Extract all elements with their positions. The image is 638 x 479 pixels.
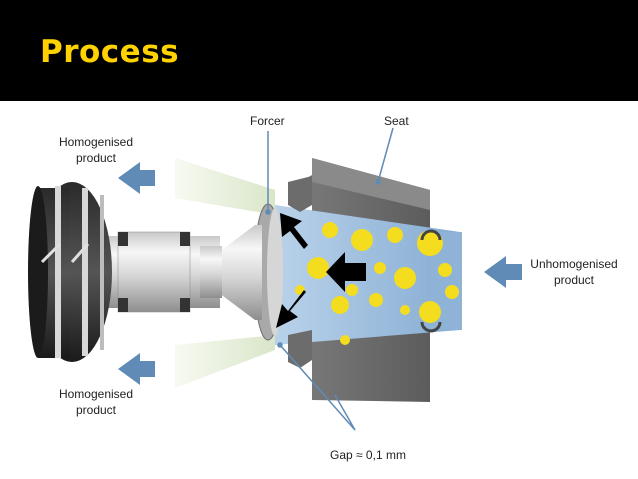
collar-tab-2: [180, 232, 190, 246]
collar-tab-3: [118, 298, 128, 312]
seat-lower-nub: [288, 330, 312, 368]
inlet-ring-top: [420, 229, 442, 241]
spray-bottom: [175, 335, 275, 388]
handwheel: [28, 182, 112, 362]
arrow-flow-center: [326, 252, 366, 292]
shaft-step: [200, 246, 222, 298]
arrow-unhomogenised: [484, 256, 522, 288]
forcer-label: Forcer: [250, 114, 285, 128]
homogenised-bottom-label: Homogenised product: [58, 387, 134, 417]
inlet-ring-bottom: [420, 321, 442, 333]
leader-lines: [265, 127, 394, 431]
unhomogenised-label: Unhomogenised product: [530, 257, 618, 287]
shaft-collar: [117, 231, 191, 313]
fluid-channel: [275, 205, 460, 345]
seat-face: [312, 158, 430, 210]
homogenizer-diagram: [28, 127, 522, 431]
particles: [295, 222, 459, 345]
arrow-homogenised-bottom: [118, 353, 155, 385]
seat-upper-nub: [288, 176, 312, 212]
collar-tab-1: [118, 232, 128, 246]
homogenised-top-label: Homogenised product: [58, 135, 134, 165]
seat-label: Seat: [384, 114, 409, 128]
spray-top: [175, 158, 275, 215]
collar-tab-4: [180, 298, 190, 312]
arrow-flow-down: [276, 290, 306, 328]
blue-arrows: [118, 162, 522, 385]
forcer-face: [267, 208, 283, 336]
title-bar: Process: [0, 0, 638, 101]
arrow-flow-up: [280, 213, 308, 249]
forcer-neck: [215, 225, 262, 320]
slide-title: Process: [40, 34, 180, 70]
gap-label: Gap ≈ 0,1 mm: [330, 448, 406, 462]
flow-arrows: [276, 213, 366, 328]
arrow-homogenised-top: [118, 162, 155, 194]
